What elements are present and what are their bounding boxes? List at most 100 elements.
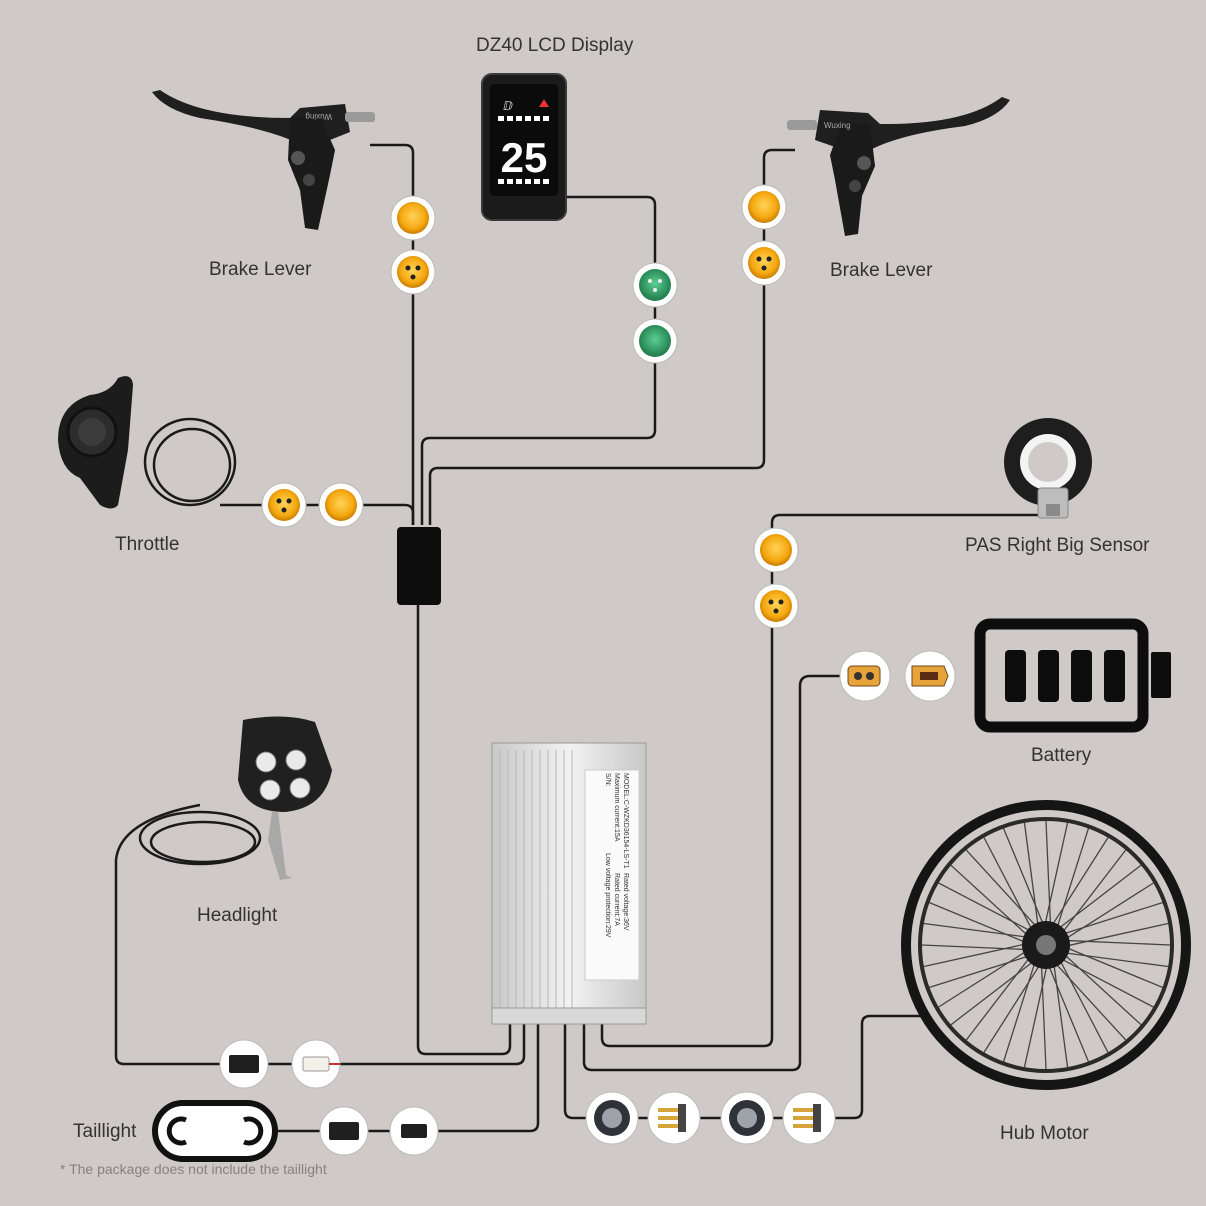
wheel-spoke [965,951,1035,1041]
wheel-spoke [1054,955,1154,1008]
brake-lever-right-icon: Wuxing [787,97,1010,236]
controller-max-current: Maximum current:15A [613,773,620,842]
wheel-spoke [923,941,1033,968]
connector-headlight-male [219,1039,269,1089]
wheel-spoke [1050,957,1127,1041]
wheel-spoke [1058,949,1142,1026]
display-speed: 25 [501,134,548,181]
label-battery: Battery [1031,745,1092,766]
wire-brake-right [428,148,795,525]
pas-sensor-icon [1004,418,1092,519]
label-brake-lever-right: Brake Lever [830,260,933,281]
label-hub-motor: Hub Motor [1000,1123,1089,1144]
connector-throttle-male [261,482,307,528]
connector-pas-female [753,527,799,573]
lcd-display-icon: ⅅ 25 [481,73,567,221]
connector-taillight-male [319,1106,369,1156]
wheel-spoke [1059,939,1171,946]
connector-display-female [632,318,678,364]
wheel-spoke [1059,882,1154,944]
wire-throttle [220,503,415,525]
connector-battery-xt-female [904,650,956,702]
wheel-spoke [1057,849,1127,939]
connector-motor-male-1 [647,1091,701,1145]
throttle-icon [58,376,133,509]
wire-taillight [275,1022,540,1133]
wheel-spoke [950,956,1040,1026]
wheel-spoke [1052,864,1142,934]
connector-pas-male [753,583,799,629]
wire-junction-box [397,527,441,605]
wheel-spoke [1056,901,1163,937]
battery-icon [974,618,1171,733]
controller-sn: S/N: [604,773,611,787]
controller-rated-current: Rated current:7A [613,873,620,926]
connector-display-male [632,262,678,308]
connector-brake-left-male [390,249,436,295]
wheel-spoke [923,922,1034,939]
wheel-spoke [1059,944,1163,989]
wheel-spoke [1058,951,1169,968]
label-lcd-display: DZ40 LCD Display [476,35,634,56]
brand-mark-right: Wuxing [824,121,851,130]
connector-throttle-female [318,482,364,528]
connector-taillight-female [389,1106,439,1156]
label-brake-lever-left: Brake Lever [209,259,312,280]
label-pas-sensor: PAS Right Big Sensor [965,535,1150,556]
wheel-spoke [921,944,1033,951]
wheel-spoke [1045,958,1090,1062]
headlight-icon [238,716,332,880]
wire-hub-motor [563,1014,930,1120]
connector-motor-female-2 [720,1091,774,1145]
wheel-spoke [1056,953,1109,1053]
wheel-spoke [965,849,1042,933]
connectors [219,184,956,1156]
wheel-spoke [983,837,1036,937]
wheel-spoke [929,901,1033,946]
wires [114,143,1050,1133]
svg-text:ⅅ: ⅅ [503,99,513,113]
wheel-spoke [1002,955,1038,1062]
connector-brake-right-male [741,240,787,286]
wheel-spoke [1045,820,1052,932]
connector-motor-male-2 [782,1091,836,1145]
connector-headlight-female [291,1039,341,1089]
taillight-icon [152,1100,278,1162]
wire-battery [582,674,840,1072]
label-headlight: Headlight [197,905,278,926]
wheel-spoke [1052,957,1069,1068]
label-taillight: Taillight [73,1121,137,1142]
wire-pas [600,513,1050,1048]
controller-low-voltage: Low voltage protection:29V [604,853,611,938]
label-throttle: Throttle [115,534,180,555]
controller-rated-voltage: Rated voltage:36V [622,873,629,931]
brand-mark-left: Wuxing [305,112,332,121]
wheel-spoke [1023,958,1050,1068]
wire-display [420,195,657,525]
connector-brake-right-female [741,184,787,230]
controller-model: MODEL:C-WZKD36154-LS-T1 [622,773,629,869]
wheel-spoke [938,946,1033,1008]
wheel-spoke [938,882,1038,935]
wheel-spoke [929,953,1036,989]
connector-brake-left-female [390,195,436,241]
wheel-spoke [983,958,1045,1053]
wheel-spoke [950,864,1034,941]
brake-lever-left-icon: Wuxing [152,90,375,230]
wire-brake-left [370,143,415,525]
wire-main-harness [416,605,512,1056]
wheel-spoke [1023,822,1040,933]
taillight-note: * The package does not include the taill… [60,1161,327,1177]
wheel-spoke [1040,958,1047,1070]
connector-battery-xt-male [839,650,891,702]
hub-motor-wheel-icon [901,800,1191,1090]
controller-icon: MODEL:C-WZKD36154-LS-T1 Maximum current:… [491,742,647,1025]
wheel-spoke [1054,828,1090,935]
throttle-cable-coil [143,417,237,507]
wire-headlight [114,803,526,1066]
wheel-spoke [1047,837,1109,932]
wheel-spoke [1002,828,1047,932]
wheel-spoke [1042,822,1069,932]
connector-motor-female-1 [585,1091,639,1145]
